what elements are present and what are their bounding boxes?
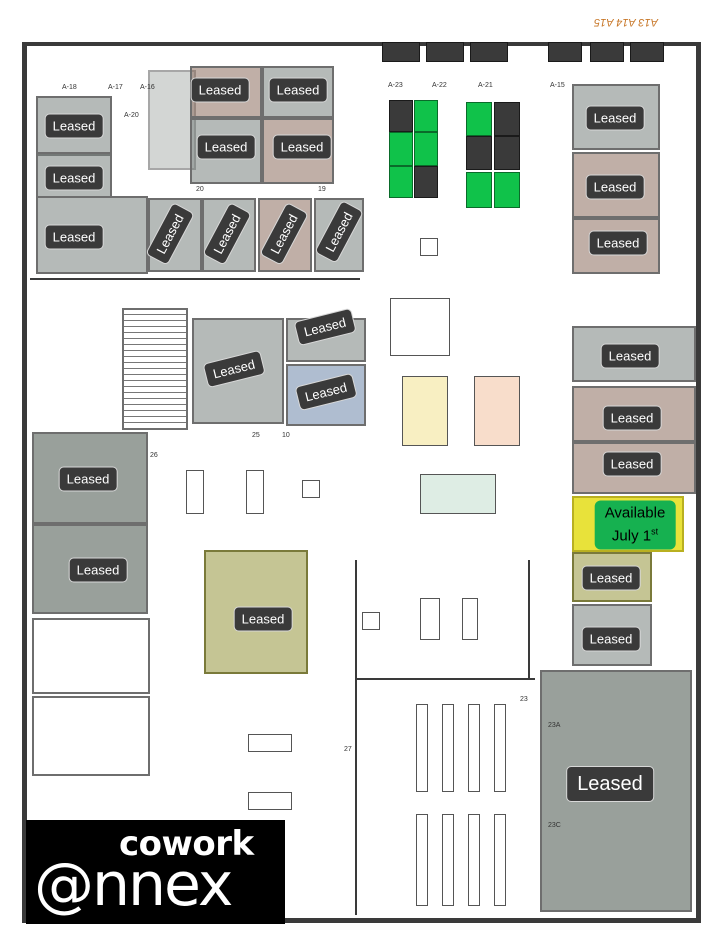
leased-label: Leased <box>602 451 662 477</box>
leased-label: Leased <box>58 466 118 492</box>
desk-bank <box>420 474 496 514</box>
hot-desk[interactable] <box>389 166 413 198</box>
available-line2: July 1st <box>605 523 666 546</box>
cafe-table <box>420 238 438 256</box>
sofa <box>248 734 292 752</box>
available-line1: Available <box>604 504 666 522</box>
room-tag: 23 <box>520 696 528 703</box>
restroom-1 <box>32 618 150 694</box>
cafe-table <box>362 612 380 630</box>
leased-label: Leased <box>190 77 250 103</box>
room-tag: A-22 <box>432 82 447 89</box>
leased-label: Leased <box>566 766 654 802</box>
top-desk <box>548 42 582 62</box>
hot-desk[interactable] <box>466 172 492 208</box>
room-tag: A-18 <box>62 84 77 91</box>
outer-wall-bottom <box>22 918 701 923</box>
classroom-desk <box>494 704 506 792</box>
sofa <box>246 470 264 514</box>
leased-label: Leased <box>44 165 104 191</box>
cowork-annex-logo: cowork @nnex <box>26 820 285 924</box>
room-tag: A-21 <box>478 82 493 89</box>
room-tag: 19 <box>318 186 326 193</box>
classroom-desk <box>416 814 428 906</box>
classroom-desk <box>468 704 480 792</box>
leased-label: Leased <box>44 224 104 250</box>
sofa <box>186 470 204 514</box>
available-label: Available July 1st <box>594 500 676 550</box>
room-tag: 26 <box>150 452 158 459</box>
meeting-table <box>390 298 450 356</box>
inner-wall-v2 <box>528 560 530 680</box>
top-desk <box>470 42 508 62</box>
hot-desk[interactable] <box>494 136 520 170</box>
room-tag: 10 <box>282 432 290 439</box>
hot-desk[interactable] <box>466 102 492 136</box>
room-tag: 20 <box>196 186 204 193</box>
leased-label: Leased <box>600 343 660 369</box>
phone-booth-cluster <box>402 376 448 446</box>
top-desk <box>382 42 420 62</box>
top-desk <box>426 42 464 62</box>
bench <box>462 598 478 640</box>
classroom-desk <box>468 814 480 906</box>
outer-wall-right <box>696 42 701 922</box>
classroom-desk <box>494 814 506 906</box>
room-tag: 23C <box>548 822 561 829</box>
available-date-suffix: st <box>651 526 659 537</box>
inner-wall-h2 <box>355 678 535 680</box>
hot-desk[interactable] <box>389 100 413 132</box>
room-tag: A-15 <box>550 82 565 89</box>
bench <box>420 598 440 640</box>
room-tag: 27 <box>344 746 352 753</box>
leased-label: Leased <box>272 134 332 160</box>
inner-wall-h1 <box>30 278 360 280</box>
outer-wall-left <box>22 42 27 922</box>
cafe-table <box>302 480 320 498</box>
leased-label: Leased <box>233 606 293 632</box>
classroom-desk <box>442 704 454 792</box>
classroom-desk <box>442 814 454 906</box>
outer-wall-top <box>22 42 698 46</box>
room-tag: A-16 <box>140 84 155 91</box>
logo-line2: @nnex <box>34 850 233 920</box>
classroom-desk <box>416 704 428 792</box>
room-tag: A-20 <box>124 112 139 119</box>
hot-desk[interactable] <box>414 166 438 198</box>
leased-label: Leased <box>268 77 328 103</box>
sofa <box>248 792 292 810</box>
leased-label: Leased <box>44 113 104 139</box>
leased-label: Leased <box>602 405 662 431</box>
leased-label: Leased <box>585 105 645 131</box>
hot-desk[interactable] <box>494 172 520 208</box>
hot-desk[interactable] <box>414 100 438 132</box>
hot-desk[interactable] <box>466 136 492 170</box>
hot-desk[interactable] <box>494 102 520 136</box>
room-tag: A-17 <box>108 84 123 91</box>
leased-label: Leased <box>581 565 641 591</box>
top-desk <box>630 42 664 62</box>
leased-label: Leased <box>581 626 641 652</box>
room-tag: 23A <box>548 722 561 729</box>
top-desk <box>590 42 624 62</box>
leased-label: Leased <box>585 174 645 200</box>
logo-line1: cowork <box>119 824 254 864</box>
office-corridor-a16[interactable] <box>148 70 196 170</box>
handwritten-note: A13 A14 A15 <box>594 16 659 28</box>
inner-wall-v1 <box>355 560 357 915</box>
leased-label: Leased <box>68 557 128 583</box>
hot-desk[interactable] <box>389 132 413 166</box>
room-tag: A-23 <box>388 82 403 89</box>
phone-booth-cluster <box>474 376 520 446</box>
stairwell <box>122 308 188 430</box>
room-tag: 25 <box>252 432 260 439</box>
restroom-2 <box>32 696 150 776</box>
leased-label: Leased <box>196 134 256 160</box>
leased-label: Leased <box>588 230 648 256</box>
hot-desk[interactable] <box>414 132 438 166</box>
available-date: July 1 <box>611 527 652 545</box>
